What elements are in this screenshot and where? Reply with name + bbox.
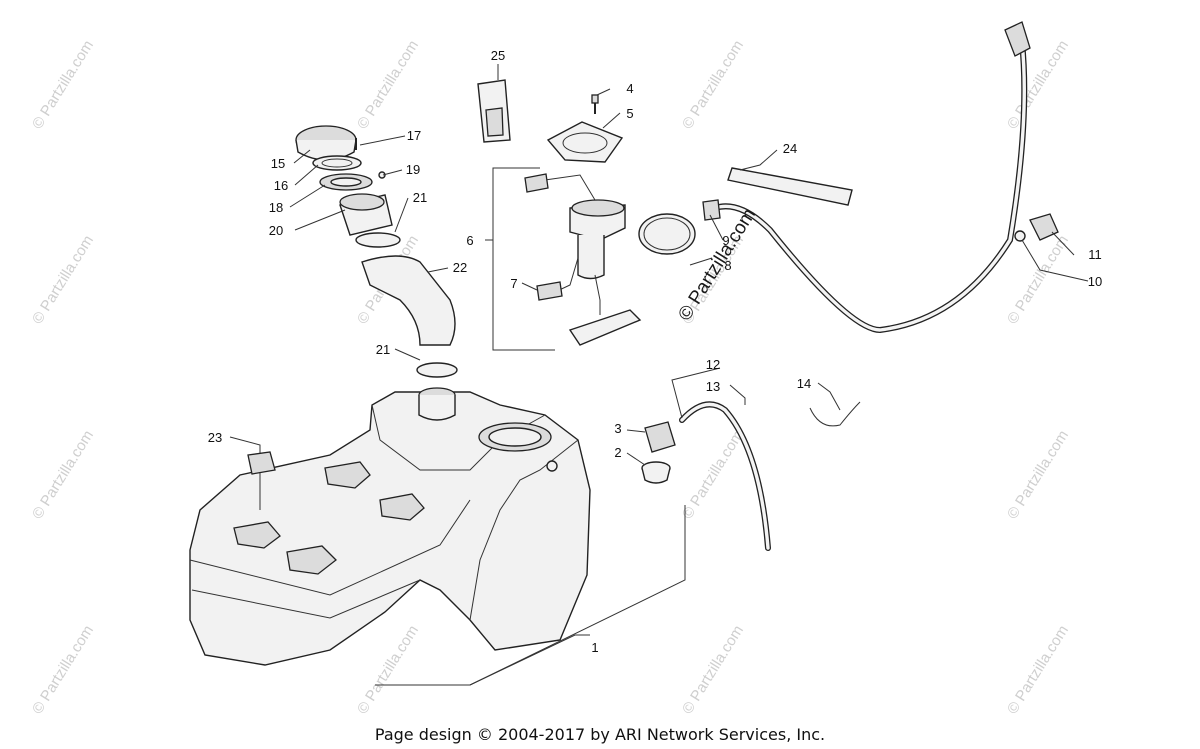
watermark-text: © Partzilla.com: [679, 427, 747, 522]
callout-2[interactable]: 2: [614, 445, 621, 460]
callout-12[interactable]: 12: [706, 357, 720, 372]
fuel-pump[interactable]: [524, 173, 642, 346]
callout-15[interactable]: 15: [271, 156, 285, 171]
callout-3[interactable]: 3: [614, 421, 621, 436]
wiring-connector[interactable]: [536, 281, 563, 301]
line-clip[interactable]: [1014, 213, 1059, 242]
vent-hose[interactable]: [679, 401, 771, 551]
watermark-text: © Partzilla.com: [1004, 427, 1072, 522]
page-footer: Page design © 2004-2017 by ARI Network S…: [375, 725, 825, 744]
pump-bolt[interactable]: [591, 94, 599, 114]
cap-retainer-ring[interactable]: [319, 173, 373, 191]
callout-16[interactable]: 16: [274, 178, 288, 193]
callout-23[interactable]: 23: [208, 430, 222, 445]
callout-8[interactable]: 8: [724, 258, 731, 273]
fuel-tank[interactable]: [189, 387, 591, 666]
rollover-grommet[interactable]: [641, 461, 671, 484]
cap-nut[interactable]: [378, 171, 386, 179]
hose-clamp-upper[interactable]: [355, 232, 401, 248]
callout-25[interactable]: 25: [491, 48, 505, 63]
filler-hose[interactable]: [361, 255, 456, 346]
watermark-text: © Partzilla.com: [29, 37, 97, 132]
cap-gasket[interactable]: [312, 155, 362, 171]
pump-cover-plate[interactable]: [546, 121, 624, 163]
filler-cap[interactable]: [295, 125, 357, 161]
callout-5[interactable]: 5: [626, 106, 633, 121]
callout-22[interactable]: 22: [453, 260, 467, 275]
watermark-text: © Partzilla.com: [679, 37, 747, 132]
watermark-text: © Partzilla.com: [1004, 232, 1072, 327]
callout-4[interactable]: 4: [626, 81, 633, 96]
callout-21a[interactable]: 21: [413, 190, 427, 205]
leader-lines: [229, 64, 1089, 686]
watermark-text: © Partzilla.com: [29, 427, 97, 522]
callout-21b[interactable]: 21: [376, 342, 390, 357]
callout-24[interactable]: 24: [783, 141, 797, 156]
callout-7[interactable]: 7: [510, 276, 517, 291]
callout-17[interactable]: 17: [407, 128, 421, 143]
fuel-line-long[interactable]: [702, 21, 1031, 334]
pump-gasket[interactable]: [638, 213, 696, 255]
callout-20[interactable]: 20: [269, 223, 283, 238]
hose-clamp-lower[interactable]: [416, 362, 458, 378]
watermark-text: © Partzilla.com: [29, 622, 97, 717]
callout-13[interactable]: 13: [706, 379, 720, 394]
callout-9[interactable]: 9: [722, 233, 729, 248]
watermark-text: © Partzilla.com: [354, 622, 422, 717]
vent-valve[interactable]: [644, 421, 676, 453]
watermark-text: © Partzilla.com: [1004, 622, 1072, 717]
filler-flange[interactable]: [339, 193, 393, 236]
callout-6[interactable]: 6: [466, 233, 473, 248]
protective-sleeve[interactable]: [727, 167, 853, 206]
callout-18[interactable]: 18: [269, 200, 283, 215]
sender-unit[interactable]: [477, 79, 511, 143]
callout-19[interactable]: 19: [406, 162, 420, 177]
callout-14[interactable]: 14: [797, 376, 811, 391]
watermark-text: © Partzilla.com: [29, 232, 97, 327]
strap-clip[interactable]: [809, 401, 861, 427]
fuel-pump-box: [492, 167, 555, 351]
callout-1[interactable]: 1: [591, 640, 598, 655]
watermark-text: © Partzilla.com: [354, 37, 422, 132]
callout-10[interactable]: 10: [1088, 274, 1102, 289]
watermark-text: © Partzilla.com: [679, 622, 747, 717]
callout-11[interactable]: 11: [1088, 247, 1102, 262]
decal-label[interactable]: [247, 451, 276, 475]
